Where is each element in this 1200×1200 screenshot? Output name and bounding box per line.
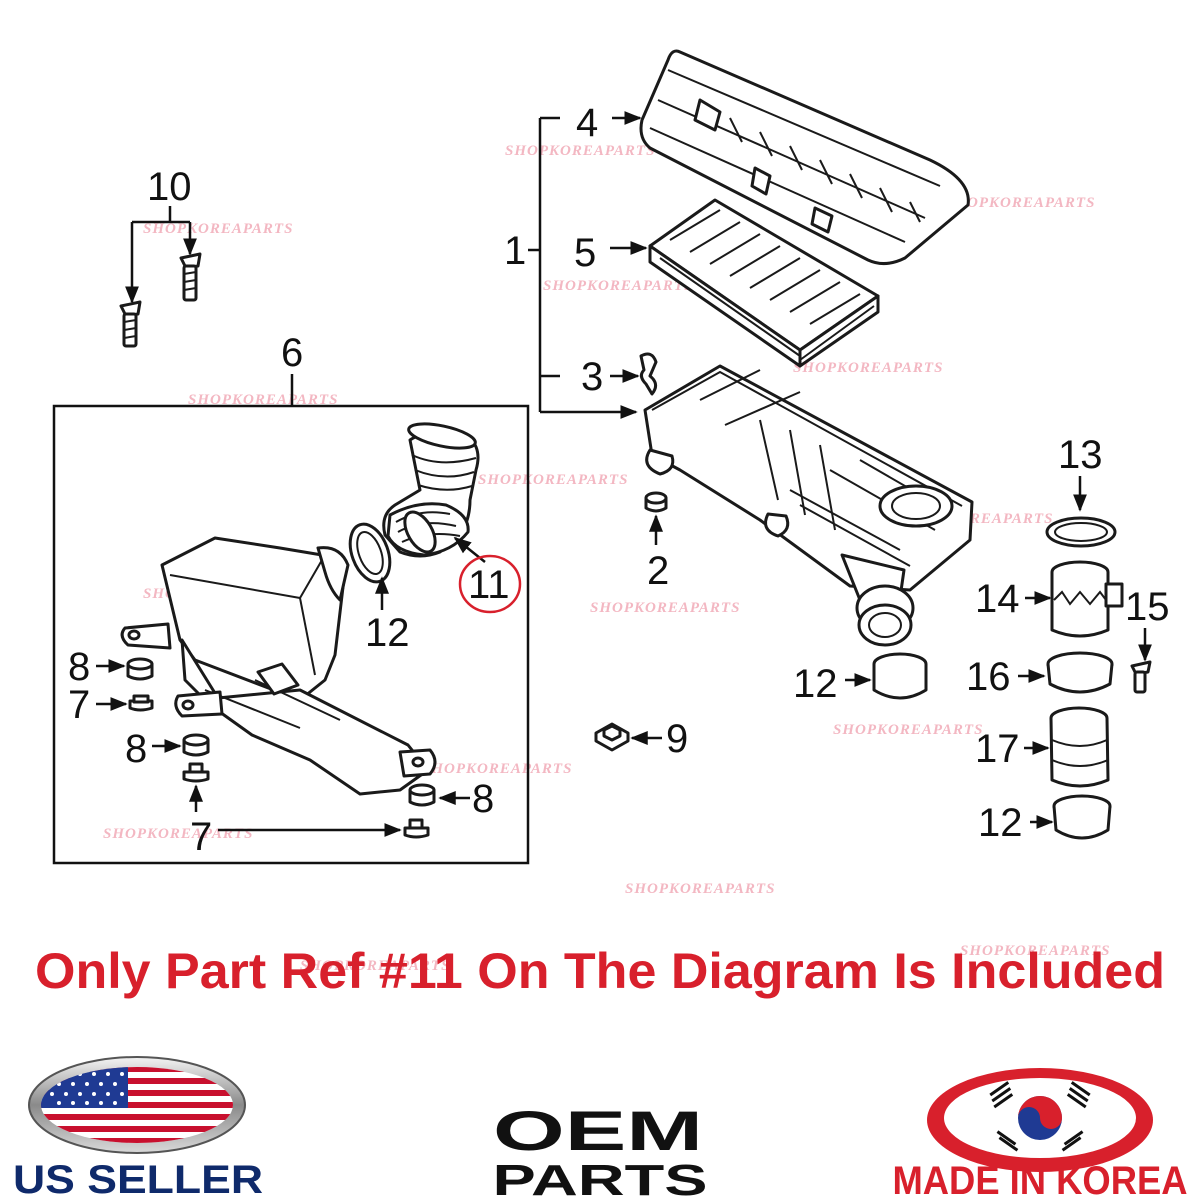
resonator-housing [120, 536, 437, 796]
us-flag-icon [28, 1056, 246, 1154]
leader-lines [96, 111, 1152, 837]
us-seller-label: US SELLER [13, 1158, 263, 1200]
air-cleaner-cover [639, 49, 970, 265]
callout-9: 9 [666, 717, 688, 761]
callout-numbers: 1 2 3 4 5 6 7 7 8 8 8 9 10 11 12 12 12 1… [68, 101, 1170, 859]
clamp-16 [1046, 651, 1114, 694]
parts-line: PARTS [493, 1156, 708, 1200]
small-grommet-2 [644, 491, 668, 513]
watermark: SHOPKOREAPARTS [945, 195, 1095, 211]
callout-5: 5 [574, 231, 596, 275]
watermark: SHOPKOREAPARTS [143, 221, 293, 237]
watermark: SHOPKOREAPARTS [300, 958, 450, 974]
korea-flag-icon [927, 1068, 1153, 1172]
bolt-15 [1130, 660, 1152, 694]
callout-8: 8 [68, 645, 90, 689]
clamp-12-right [872, 652, 928, 700]
callout-3: 3 [581, 355, 603, 399]
clamp-12-bottom [1052, 794, 1112, 840]
watermark: SHOPKOREAPARTS [505, 143, 655, 159]
watermark: SHOPKOREAPARTS [422, 761, 572, 777]
callout-12: 12 [365, 611, 410, 655]
callout-7: 7 [190, 815, 212, 859]
callout-8: 8 [472, 777, 494, 821]
callout-1: 1 [504, 229, 526, 273]
air-flow-sensor-14 [1050, 560, 1124, 638]
callout-2: 2 [647, 549, 669, 593]
duct-17 [1049, 706, 1110, 788]
callout-11: 11 [468, 563, 510, 607]
callout-17: 17 [975, 727, 1020, 771]
watermark: SHOPKOREAPARTS [960, 943, 1110, 959]
watermark: SHOPKOREAPARTS [590, 600, 740, 616]
watermark: SHOPKOREAPARTS [103, 826, 253, 842]
air-cleaner-body-lower [643, 364, 974, 647]
watermark: SHOPKOREAPARTS [478, 472, 628, 488]
watermark: SHOPKOREAPARTS [833, 722, 983, 738]
callout-10: 10 [147, 165, 192, 209]
callout-6: 6 [281, 331, 303, 375]
highlight-circle [458, 554, 522, 614]
clamp-clip [639, 352, 658, 396]
watermark: SHOPKOREAPARTS [793, 360, 943, 376]
flange-nut-9 [594, 722, 630, 752]
callout-12: 12 [978, 801, 1023, 845]
callout-13: 13 [1058, 433, 1103, 477]
callout-4: 4 [576, 101, 598, 145]
hose-clamp [348, 522, 392, 584]
us-seller-badge: US SELLER [13, 1056, 263, 1200]
air-filter-element [648, 198, 880, 368]
callout-8: 8 [125, 727, 147, 771]
watermark: SHOPKOREAPARTS [543, 278, 693, 294]
callout-15: 15 [1125, 585, 1170, 629]
intake-hose [382, 422, 480, 558]
o-ring-13 [1045, 516, 1117, 548]
grommets [126, 657, 436, 839]
callout-16: 16 [966, 655, 1011, 699]
callout-7: 7 [68, 683, 90, 727]
oem-parts-logo: OEM PARTS [493, 1099, 708, 1200]
watermark: SHOPKOREAPARTS [188, 392, 338, 408]
included-part-notice: Only Part Ref #11 On The Diagram Is Incl… [35, 943, 1165, 999]
made-in-korea-badge: MADE IN KOREA [893, 1068, 1188, 1200]
watermark: SHOPKOREAPARTS [625, 881, 775, 897]
callout-12: 12 [793, 662, 838, 706]
oem-line: OEM [493, 1099, 703, 1162]
callout-14: 14 [975, 577, 1020, 621]
made-in-korea-label: MADE IN KOREA [893, 1159, 1188, 1200]
